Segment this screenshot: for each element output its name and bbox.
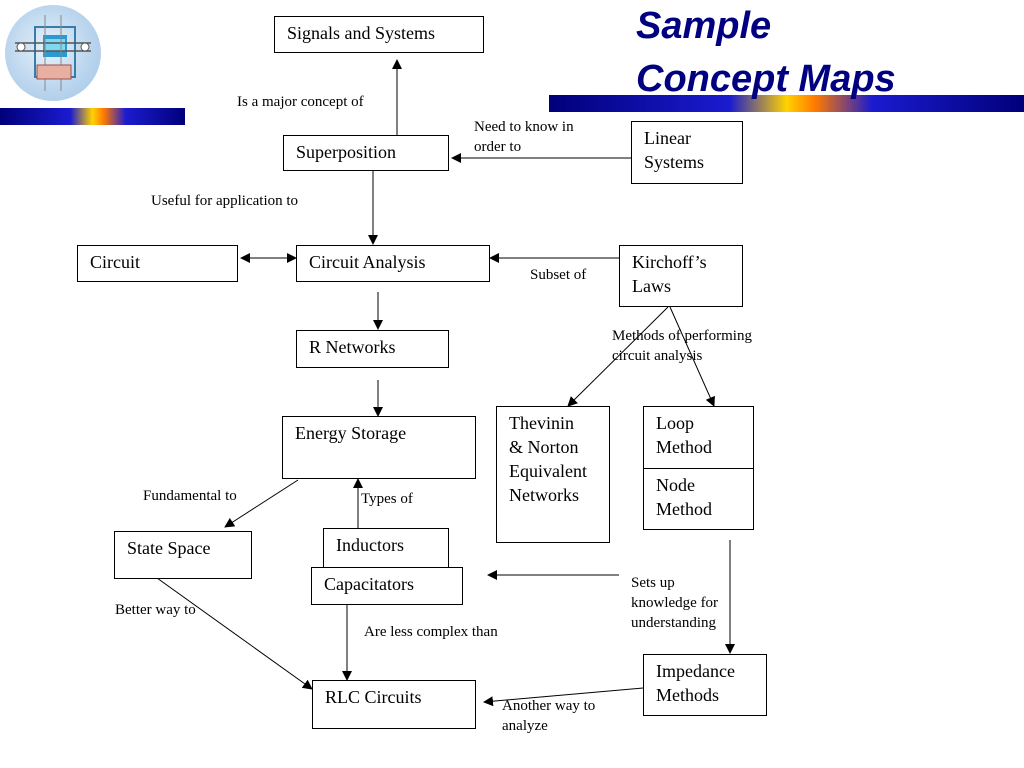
node-linear-systems-line-1: Linear (644, 128, 691, 148)
label-subset-of: Subset of (530, 267, 587, 283)
node-circuit: Circuit (77, 245, 238, 282)
node-thevinin-line-4: Networks (509, 485, 579, 505)
node-superposition: Superposition (283, 135, 449, 171)
node-loop-method-line-1: Loop (656, 413, 694, 433)
node-node-method: Node Method (643, 468, 754, 530)
link-state-space-rlc (156, 577, 313, 690)
node-circuit-label: Circuit (90, 252, 140, 272)
label-major-concept: Is a major concept of (237, 94, 364, 110)
node-linear-systems: Linear Systems (631, 121, 743, 184)
node-state-space: State Space (114, 531, 252, 579)
node-loop-method: Loop Method (643, 406, 754, 469)
node-superposition-label: Superposition (296, 142, 397, 162)
node-kirchoffs-laws-line-2: Laws (632, 276, 671, 296)
link-energy-storage-state-space (224, 479, 299, 528)
header-bar-right (549, 95, 1024, 112)
label-methods-2: circuit analysis (612, 348, 703, 364)
label-another-way-2: analyze (502, 718, 548, 734)
node-kirchoffs-laws: Kirchoff’s Laws (619, 245, 743, 307)
label-less-complex: Are less complex than (364, 624, 498, 640)
node-node-method-line-2: Method (656, 499, 712, 519)
node-signals-and-systems-label: Signals and Systems (287, 23, 436, 43)
label-sets-up-3: understanding (631, 615, 716, 631)
node-thevinin-line-1: Thevinin (509, 413, 574, 433)
node-state-space-label: State Space (127, 538, 211, 558)
slide-title: Sample Concept Maps (636, 0, 896, 106)
node-energy-storage: Energy Storage (282, 416, 476, 479)
label-fundamental-to: Fundamental to (143, 488, 237, 504)
node-impedance-methods: Impedance Methods (643, 654, 767, 716)
node-linear-systems-line-2: Systems (644, 152, 705, 172)
label-useful-for: Useful for application to (151, 193, 299, 209)
label-methods-1: Methods of performing (612, 328, 752, 344)
node-inductors-label: Inductors (336, 535, 404, 555)
node-kirchoffs-laws-line-1: Kirchoff’s (632, 252, 707, 272)
label-sets-up-2: knowledge for (631, 595, 719, 611)
node-impedance-line-1: Impedance (656, 661, 735, 681)
label-need-to-know-2: order to (474, 139, 522, 155)
node-impedance-line-2: Methods (656, 685, 719, 705)
node-circuit-analysis-label: Circuit Analysis (309, 252, 426, 272)
link-impedance-rlc (483, 687, 644, 707)
node-r-networks: R Networks (296, 330, 449, 368)
node-r-networks-label: R Networks (309, 337, 396, 357)
title-line-2: Concept Maps (636, 58, 896, 100)
header-bar-left (0, 108, 185, 125)
node-loop-method-line-2: Method (656, 437, 712, 457)
link-kirchoff-thevinin (567, 306, 669, 407)
node-thevinin-norton: Thevinin & Norton Equivalent Networks (496, 406, 610, 543)
node-capacitators-label: Capacitators (324, 574, 414, 594)
node-rlc-circuits: RLC Circuits (312, 680, 476, 729)
label-sets-up-1: Sets up (631, 575, 675, 591)
label-types-of: Types of (361, 491, 413, 507)
title-line-1: Sample (636, 5, 772, 47)
node-thevinin-line-2: & Norton (509, 437, 579, 457)
node-thevinin-line-3: Equivalent (509, 461, 587, 481)
node-node-method-line-1: Node (656, 475, 695, 495)
node-rlc-circuits-label: RLC Circuits (325, 687, 422, 707)
link-kirchoff-loop (669, 306, 715, 407)
node-energy-storage-label: Energy Storage (295, 423, 407, 443)
node-signals-and-systems: Signals and Systems (274, 16, 484, 53)
node-circuit-analysis: Circuit Analysis (296, 245, 490, 282)
circuit-emblem-icon (5, 5, 101, 101)
label-another-way-1: Another way to (502, 698, 596, 714)
label-better-way: Better way to (115, 602, 196, 618)
node-capacitators: Capacitators (311, 567, 463, 605)
label-need-to-know-1: Need to know in (474, 119, 574, 135)
node-inductors: Inductors (323, 528, 449, 568)
